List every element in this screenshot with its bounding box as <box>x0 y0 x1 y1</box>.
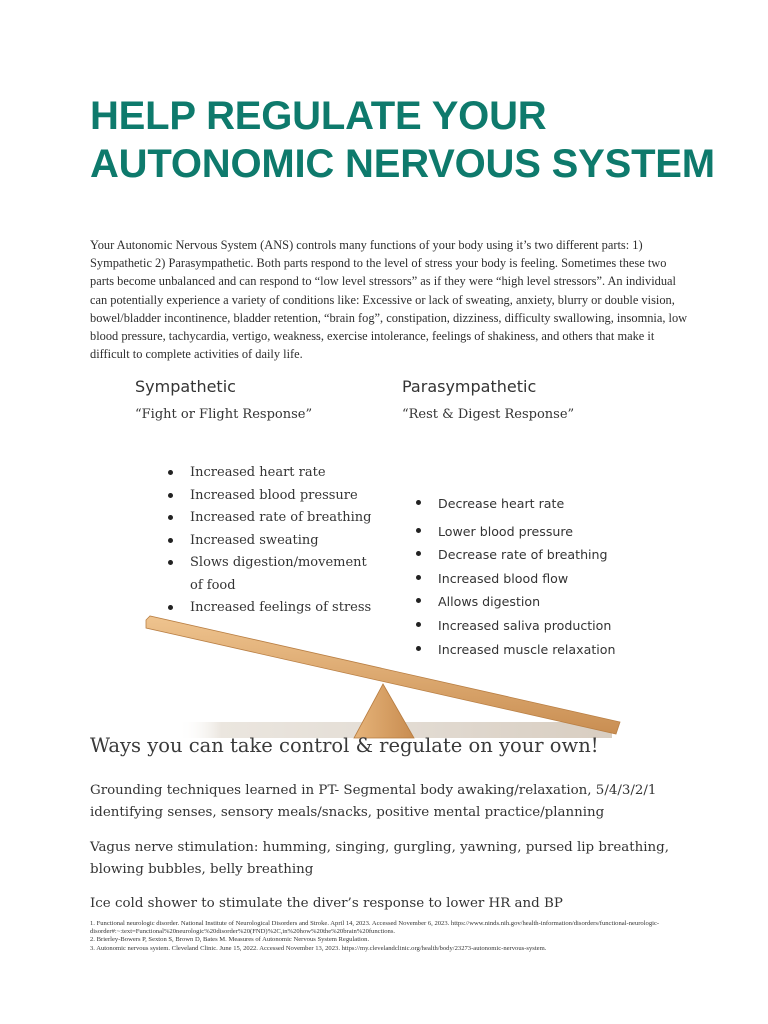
list-item: Increased saliva production <box>412 614 652 638</box>
list-item: Increased heart rate <box>164 462 382 485</box>
sympathetic-list: Increased heart rate Increased blood pre… <box>164 462 382 620</box>
ways-heading: Ways you can take control & regulate on … <box>90 734 599 757</box>
sympathetic-heading: Sympathetic <box>135 377 236 396</box>
list-item: Increased rate of breathing <box>164 507 382 530</box>
list-item: Decrease heart rate <box>412 492 652 516</box>
list-item: Increased sweating <box>164 530 382 553</box>
reference-item: 2. Brierley-Bowers P, Sexton S, Brown D,… <box>90 936 370 944</box>
list-item: Allows digestion <box>412 590 652 614</box>
parasympathetic-heading: Parasympathetic <box>402 377 537 396</box>
sympathetic-subtitle: “Fight or Flight Response” <box>135 407 313 422</box>
parasympathetic-list: Decrease heart rate Lower blood pressure… <box>412 492 652 661</box>
intro-paragraph: Your Autonomic Nervous System (ANS) cont… <box>90 238 688 362</box>
title-line-1: HELP REGULATE YOUR <box>90 94 547 138</box>
grounding-paragraph: Grounding techniques learned in PT- Segm… <box>90 783 657 820</box>
list-item: Increased muscle relaxation <box>412 638 652 662</box>
reference-item: 3. Autonomic nervous system. Cleveland C… <box>90 944 547 952</box>
list-item: Increased blood pressure <box>164 485 382 508</box>
vagus-paragraph: Vagus nerve stimulation: humming, singin… <box>90 840 669 877</box>
list-item: Increased feelings of stress <box>164 597 382 620</box>
list-item: Increased blood flow <box>412 567 652 591</box>
reference-item: 1. Functional neurologic disorder. Natio… <box>90 920 660 936</box>
seesaw-fulcrum <box>353 683 415 739</box>
list-item: Lower blood pressure <box>412 520 652 544</box>
cold-shower-paragraph: Ice cold shower to stimulate the diver’s… <box>90 896 563 911</box>
list-item: Slows digestion/movement of food <box>164 552 382 597</box>
page-title: HELP REGULATE YOUR AUTONOMIC NERVOUS SYS… <box>90 92 730 188</box>
list-item: Decrease rate of breathing <box>412 543 652 567</box>
parasympathetic-subtitle: “Rest & Digest Response” <box>402 407 575 422</box>
seesaw-plank <box>145 615 621 735</box>
references: 1. Functional neurologic disorder. Natio… <box>90 920 690 953</box>
title-line-2: AUTONOMIC NERVOUS SYSTEM <box>90 142 715 186</box>
